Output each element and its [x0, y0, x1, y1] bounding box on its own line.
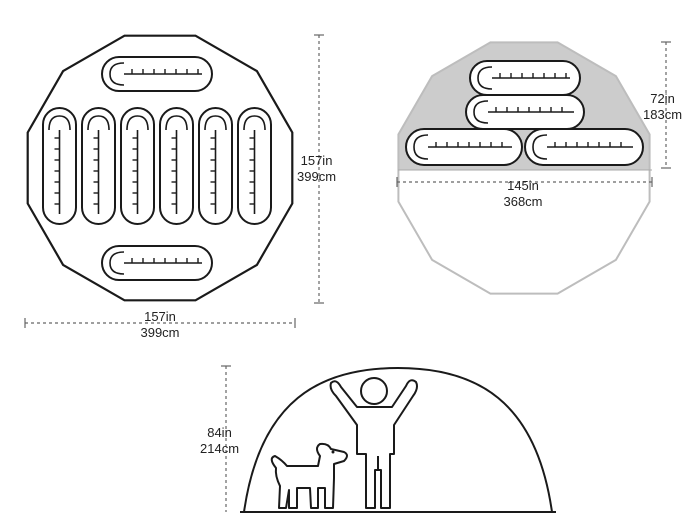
dog-icon: [270, 442, 348, 509]
sleeping-bag: [237, 107, 272, 225]
sleeping-bag: [120, 107, 155, 225]
width-dimension-line: [24, 318, 296, 328]
dimension-metric: 214cm: [200, 441, 240, 456]
tent-floor-outline: [397, 41, 651, 295]
dimension-imperial: 157in: [300, 153, 333, 168]
sleeping-bag: [101, 245, 213, 281]
person-icon: [329, 377, 418, 509]
sleeping-bag: [469, 60, 581, 96]
dimension-metric: 399cm: [297, 169, 337, 184]
sleeping-bag: [465, 94, 585, 130]
sleeping-bag: [524, 128, 644, 166]
side-profile: [221, 365, 556, 513]
height-dimension-line: [221, 365, 231, 512]
dimension-imperial: 72in: [650, 91, 675, 106]
sleeping-bag: [42, 107, 77, 225]
sleeping-bag: [101, 56, 213, 92]
dimension-metric: 368cm: [503, 194, 543, 209]
sleeping-bag: [81, 107, 116, 225]
width-label-vestibule: 145in 368cm: [498, 178, 548, 210]
height-label: 84in 214cm: [200, 425, 239, 457]
dimension-imperial: 157in: [144, 309, 176, 324]
depth-label-vestibule: 72in 183cm: [643, 91, 682, 123]
depth-dimension-line: [314, 34, 324, 304]
sleeping-bag: [405, 128, 523, 166]
width-dimension-line: [396, 177, 653, 187]
sleeping-bag-group: [405, 60, 644, 166]
dimension-metric: 399cm: [140, 325, 180, 340]
dimension-imperial: 145in: [507, 178, 539, 193]
width-label-full: 157in 399cm: [135, 309, 185, 341]
depth-dimension-line: [661, 41, 671, 169]
floorplan-full: [26, 34, 294, 302]
depth-label-full: 157in 399cm: [297, 153, 336, 185]
sleeping-bag: [159, 107, 194, 225]
dimension-imperial: 84in: [207, 425, 232, 440]
sleeping-bag-group: [42, 56, 272, 281]
tent-dome-outline: [243, 366, 553, 513]
dimension-metric: 183cm: [643, 107, 683, 122]
floorplan-vestibule: [397, 41, 652, 295]
sleeping-bag: [198, 107, 233, 225]
